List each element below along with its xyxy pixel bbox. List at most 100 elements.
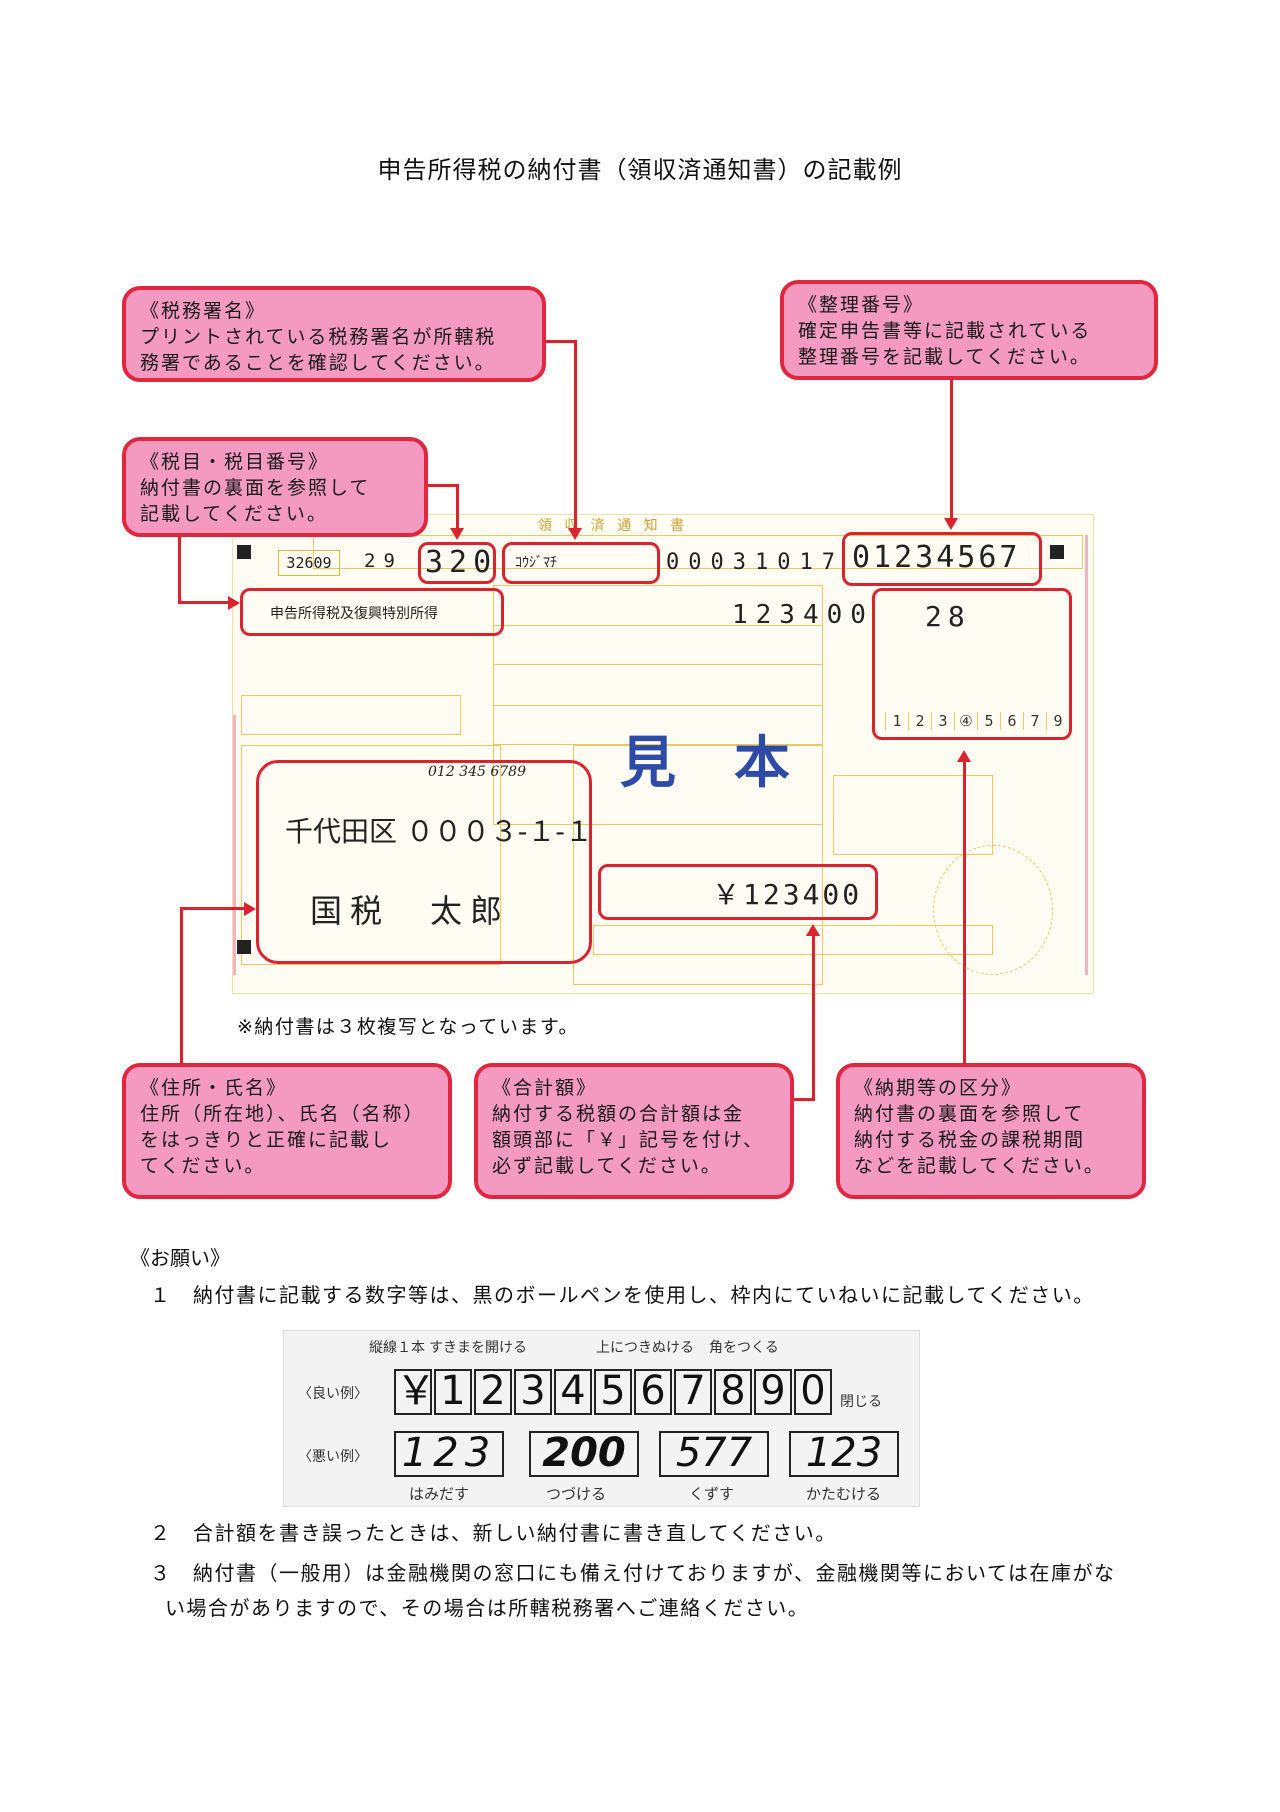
nouki-number: 28 [925, 600, 971, 633]
good-digit: 7 [674, 1369, 712, 1415]
nouki-digit: ④ [954, 712, 977, 730]
requests-heading: 《お願い》 [130, 1246, 230, 1270]
request-item: ２ 合計額を書き誤ったときは、新しい納付書に書き直してください。 [150, 1521, 837, 1545]
form-header-label: 領 収 済 通 知 書 [537, 518, 689, 534]
grid-row [593, 925, 993, 955]
good-digit: 6 [634, 1369, 672, 1415]
connector-line [180, 907, 244, 910]
sample-annotation: 縦線１本 [369, 1340, 425, 1356]
connector-line [546, 340, 576, 343]
callout-body: 確定申告書等に記載されている 整理番号を記載してください。 [798, 320, 1092, 368]
honzei-amount: 123400 [732, 600, 874, 630]
callout-title: 《合計額》 [492, 1077, 598, 1099]
arrow-icon [568, 528, 582, 540]
address-name-highlight [256, 760, 592, 964]
bad-caption: くずす [689, 1485, 735, 1503]
callout-title: 《税目・税目番号》 [140, 451, 330, 473]
arrow-icon [244, 902, 256, 916]
arrow-icon [228, 596, 240, 610]
registration-mark [1050, 545, 1064, 559]
connector-line [428, 484, 458, 487]
callout-seiri: 《整理番号》 確定申告書等に記載されている 整理番号を記載してください。 [780, 280, 1158, 380]
callout-body: 納付書の裏面を参照して 納付する税金の課税期間 などを記載してください。 [854, 1103, 1105, 1177]
good-digit: 3 [514, 1369, 552, 1415]
stamp-circle [933, 845, 1053, 975]
callout-zeimoku: 《税目・税目番号》 納付書の裏面を参照して 記載してください。 [122, 437, 428, 537]
callout-nouki: 《納期等の区分》 納付書の裏面を参照して 納付する税金の課税期間 などを記載して… [836, 1063, 1146, 1199]
callout-gokei: 《合計額》 納付する税額の合計額は金 額頭部に「￥」記号を付け、 必ず記載してく… [474, 1063, 794, 1199]
bad-digits: 123 [789, 1431, 899, 1477]
sample-annotation: 角をつくる [709, 1340, 779, 1356]
nouki-digit: 3 [931, 712, 954, 730]
arrow-icon [806, 924, 820, 936]
request-item: １ 納付書に記載する数字等は、黒のボールペンを使用し、枠内にていねいに記載してく… [150, 1283, 1095, 1307]
bad-digits: 123 [394, 1431, 504, 1477]
callout-body: 納付する税額の合計額は金 額頭部に「￥」記号を付け、 必ず記載してください。 [492, 1103, 765, 1177]
connector-line [950, 380, 953, 520]
nouki-digit: 6 [1000, 712, 1023, 730]
office-highlight [502, 542, 660, 584]
callout-title: 《住所・氏名》 [140, 1077, 288, 1099]
good-digit: 4 [554, 1369, 592, 1415]
good-digit: 0 [794, 1369, 832, 1415]
registration-mark [237, 545, 251, 559]
form-header-row [313, 535, 1083, 569]
sample-annotation: すきまを開ける [429, 1340, 527, 1356]
bad-caption: つづける [546, 1485, 607, 1503]
form-code: 32609 [278, 550, 340, 576]
zeimoku-name-highlight [240, 588, 504, 636]
payment-form-sample: 領 収 済 通 知 書 [232, 514, 1094, 994]
nouki-digit: 5 [977, 712, 1000, 730]
good-digit: 1 [434, 1369, 472, 1415]
connector-line [574, 340, 577, 530]
request-item: ３ 納付書（一般用）は金融機関の窓口にも備え付けておりますが、金融機関等において… [150, 1561, 1116, 1585]
nouki-digit: 2 [908, 712, 931, 730]
bad-digits: 577 [659, 1431, 769, 1477]
form-margin-line [1068, 535, 1088, 975]
arrow-icon [957, 750, 971, 762]
address-text: 千代田区 ０００３-１-１ [285, 815, 593, 848]
bad-caption: はみだす [409, 1485, 470, 1503]
grid-row [493, 625, 823, 665]
arrow-icon [450, 528, 464, 540]
connector-line [456, 484, 459, 530]
callout-body: 納付書の裏面を参照して 記載してください。 [140, 477, 371, 525]
nouki-highlight [872, 588, 1072, 740]
callout-body: プリントされている税務署名が所轄税 務署であることを確認してください。 [140, 326, 497, 374]
page-title: 申告所得税の納付書（領収済通知書）の記載例 [377, 156, 903, 184]
connector-line [180, 908, 183, 1064]
account-number: 00031017 [666, 550, 844, 575]
request-item-continued: い場合がありますので、その場合は所轄税務署へご連絡ください。 [165, 1596, 810, 1620]
good-digit: ￥ [394, 1368, 436, 1415]
callout-title: 《税務署名》 [140, 300, 267, 322]
nouki-digit: 7 [1023, 712, 1046, 730]
connector-line [963, 760, 966, 1064]
grid-row [241, 695, 461, 735]
zeimoku-number-highlight [418, 542, 496, 584]
bad-digits: 200 [529, 1431, 639, 1477]
bad-caption: かたむける [806, 1485, 882, 1503]
address-area [241, 745, 501, 965]
seiri-number: 01234567 [852, 540, 1021, 575]
nouki-digit: 1 [885, 712, 908, 730]
bad-example-label: 〈悪い例〉 [298, 1449, 368, 1465]
connector-line [178, 601, 228, 604]
nouki-digit-row: 1 2 3 ④ 5 6 7 9 [885, 712, 1069, 730]
sample-watermark: 見本 [620, 731, 848, 796]
good-digit: 5 [594, 1369, 632, 1415]
good-digit: 9 [754, 1369, 792, 1415]
grid-box [833, 775, 993, 855]
connector-line [812, 934, 815, 1101]
good-example-label: 〈良い例〉 [298, 1386, 368, 1402]
copy-note: ※納付書は３枚複写となっています。 [237, 1016, 580, 1038]
good-digit: 8 [714, 1369, 752, 1415]
form-margin-line [233, 715, 253, 975]
name-text: 国税 太郎 [310, 892, 511, 930]
connector-line [794, 1098, 814, 1101]
total-highlight [598, 864, 878, 920]
grid-row [493, 705, 823, 745]
total-amount: ￥123400 [712, 878, 863, 911]
zeimoku-number: 320 [425, 545, 498, 580]
phone-number: 012 345 6789 [428, 764, 526, 780]
callout-jusho: 《住所・氏名》 住所（所在地）、氏名（名称） をはっきりと正確に記載し てくださ… [122, 1063, 452, 1199]
